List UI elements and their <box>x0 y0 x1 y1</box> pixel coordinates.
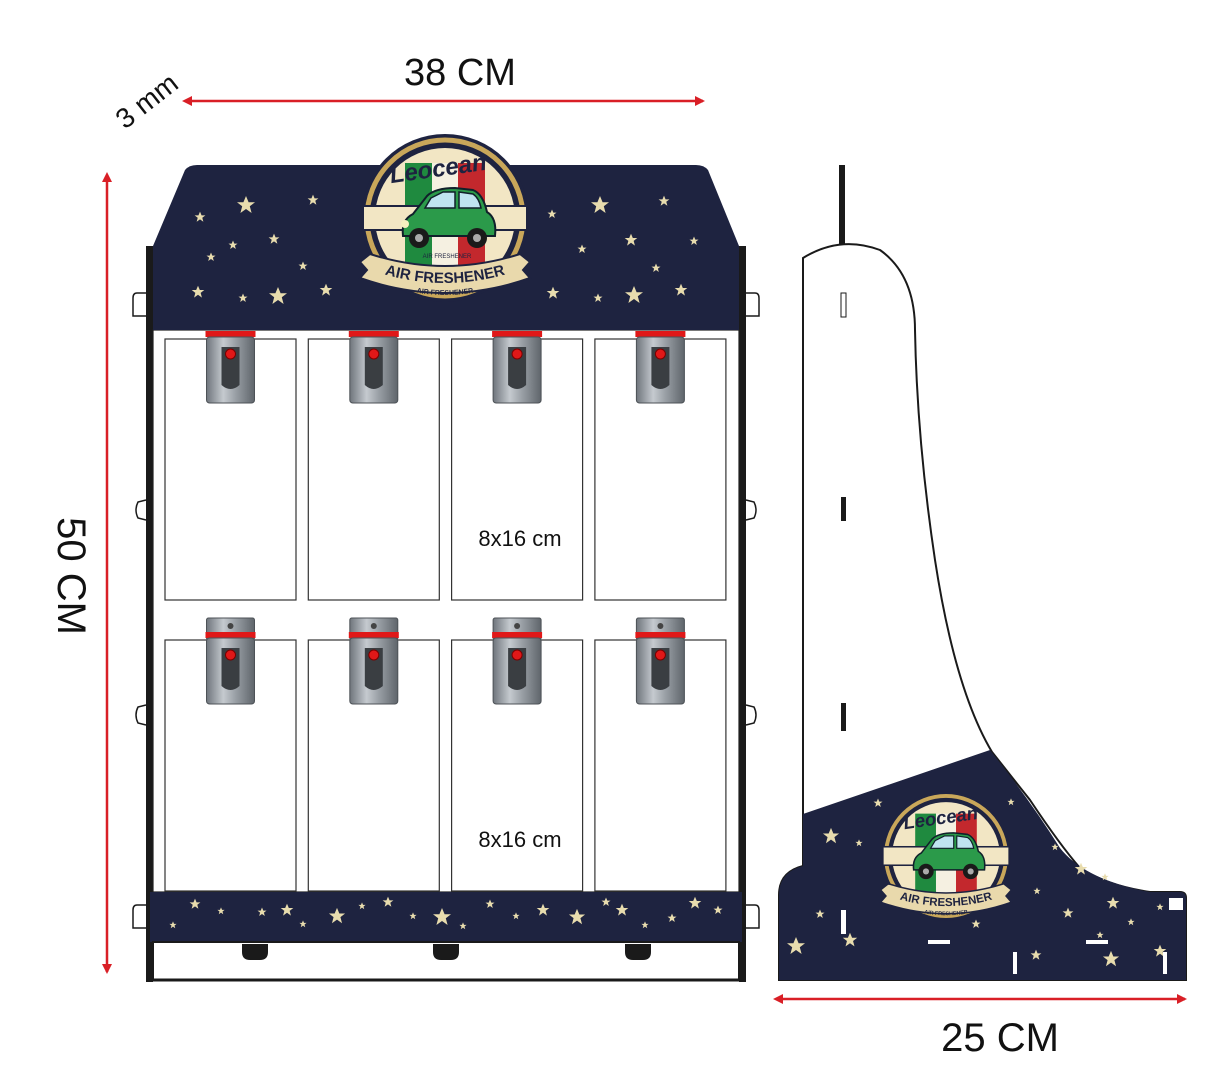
front-logo: Leocean AIR FRESHENER AIR FRESHENER AIR … <box>358 134 532 302</box>
logo-ribbon <box>358 252 532 294</box>
car-icon <box>401 186 497 248</box>
depth-label: 25 CM <box>941 1016 1059 1060</box>
left-side-rail <box>146 246 153 982</box>
side-logo: Leocean AIR FRESHENER AIR FRESHENER <box>879 791 1013 921</box>
hook-icon <box>348 617 399 705</box>
width-dimension: 38 CM <box>182 52 705 106</box>
product-slot <box>594 338 727 601</box>
front-view: 8x16 cm 8x16 cm Leocean <box>132 134 760 982</box>
side-slots <box>840 292 847 934</box>
hook-icon <box>492 331 543 404</box>
width-label: 38 CM <box>404 52 516 94</box>
hook-icon <box>348 331 399 404</box>
side-car-icon <box>912 832 986 880</box>
base-feet <box>242 944 651 960</box>
side-tabs <box>132 292 760 929</box>
hook-icon <box>205 617 256 705</box>
hook-icon <box>635 617 686 705</box>
height-dimension: 50 CM <box>49 172 112 974</box>
right-side-rail <box>739 246 746 982</box>
logo-subtext: AIR FRESHENER <box>416 288 474 297</box>
hooks <box>205 331 686 705</box>
hook-icon <box>205 331 256 404</box>
lower-slot-label: 8x16 cm <box>478 827 561 852</box>
hook-icon <box>635 331 686 404</box>
side-view: Leocean AIR FRESHENER AIR FRESHENER <box>778 165 1187 981</box>
side-base-slots <box>928 898 1183 974</box>
logo-tiny-text: AIR FRESHENER <box>423 254 472 260</box>
depth-dimension: 25 CM <box>773 994 1187 1060</box>
hook-icon <box>492 617 543 705</box>
upper-slot-label: 8x16 cm <box>478 526 561 551</box>
thickness-dimension: 3 mm <box>110 67 184 135</box>
height-label: 50 CM <box>49 517 93 635</box>
side-top-post <box>839 165 845 247</box>
side-logo-subtext: AIR FRESHENER <box>924 909 969 917</box>
thickness-label: 3 mm <box>110 67 184 135</box>
